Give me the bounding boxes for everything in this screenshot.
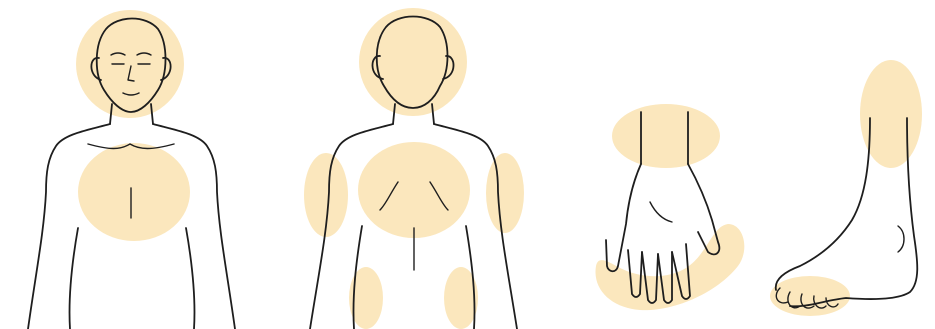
hand-palm-crease	[650, 202, 672, 222]
zone-front-chest	[78, 143, 190, 241]
zone-back-head	[359, 8, 467, 116]
zone-wrist	[612, 104, 720, 168]
figure-hand	[595, 104, 744, 310]
zone-back-right-shoulder	[486, 153, 524, 233]
foot-leg-front	[776, 118, 870, 290]
figure-body-front	[28, 10, 235, 329]
figure-body-back	[304, 8, 524, 329]
foot-ankle-bone	[898, 226, 904, 252]
front-left-torso	[69, 228, 78, 329]
zone-toes	[770, 276, 850, 316]
front-right-torso	[186, 228, 195, 329]
figure-foot	[770, 60, 922, 316]
zone-back-upper	[358, 142, 470, 238]
